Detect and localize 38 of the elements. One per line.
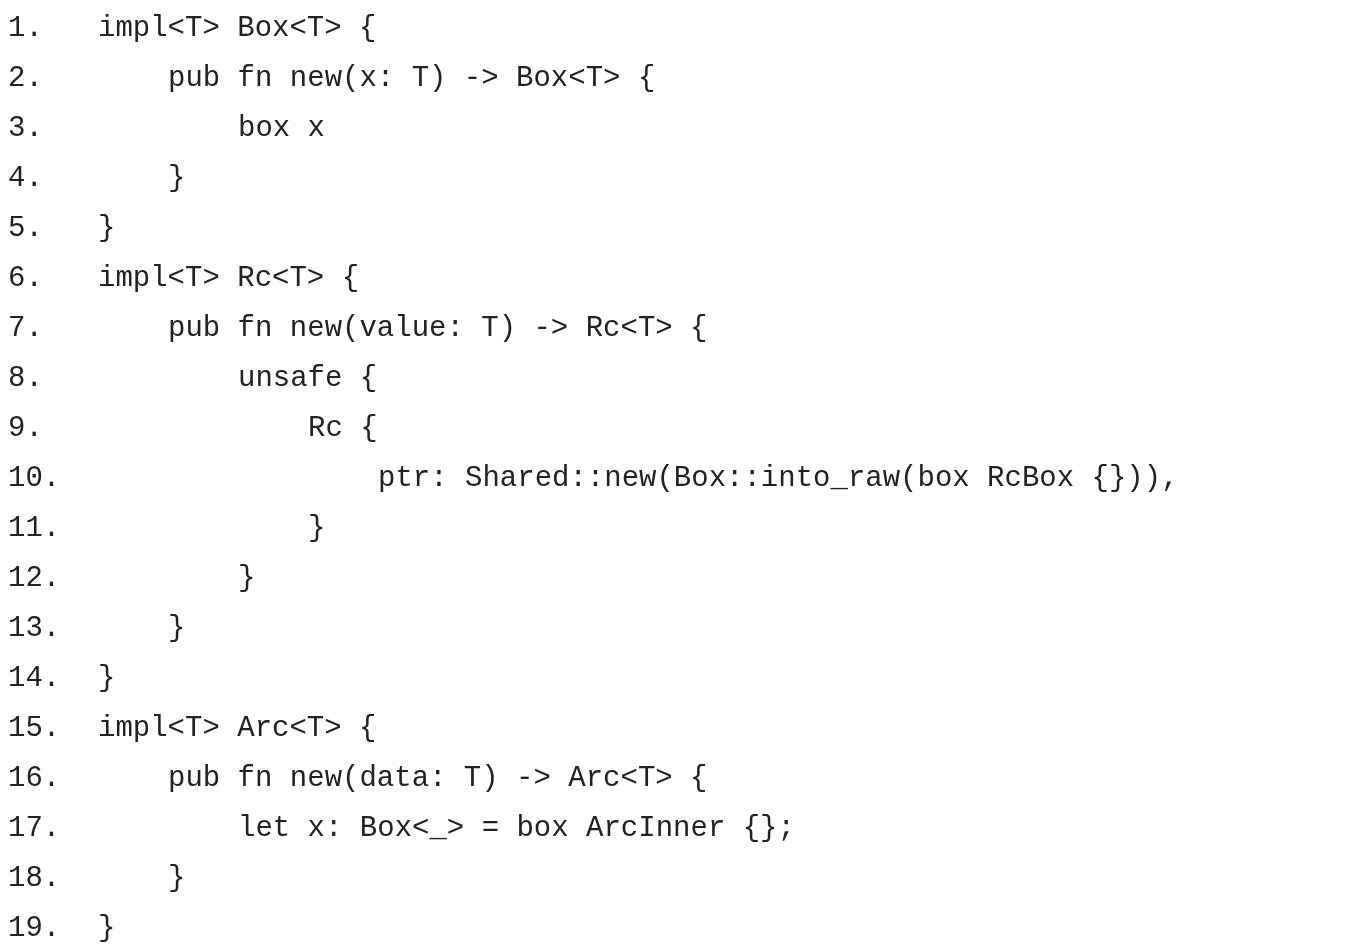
line-number: 10.: [8, 462, 61, 496]
line-number: 2.: [8, 62, 43, 96]
code-line: pub fn new(value: T) -> Rc<T> {: [168, 312, 708, 346]
code-line: }: [168, 862, 186, 896]
code-line: }: [168, 162, 186, 196]
line-number: 5.: [8, 212, 43, 246]
code-line: }: [168, 612, 186, 646]
code-line: impl<T> Rc<T> {: [98, 262, 360, 296]
line-number: 1.: [8, 12, 43, 46]
line-number: 12.: [8, 562, 61, 596]
line-number: 3.: [8, 112, 43, 146]
line-number: 7.: [8, 312, 43, 346]
code-line: impl<T> Box<T> {: [98, 12, 377, 46]
line-number: 19.: [8, 912, 61, 946]
line-number: 15.: [8, 712, 61, 746]
code-line: }: [98, 212, 116, 246]
line-number: 16.: [8, 762, 61, 796]
line-number: 9.: [8, 412, 43, 446]
code-line: box x: [238, 112, 325, 146]
line-number: 18.: [8, 862, 61, 896]
code-line: pub fn new(data: T) -> Arc<T> {: [168, 762, 708, 796]
code-line: }: [98, 662, 116, 696]
line-number: 4.: [8, 162, 43, 196]
line-number: 13.: [8, 612, 61, 646]
line-number: 6.: [8, 262, 43, 296]
code-line: let x: Box<_> = box ArcInner {};: [238, 812, 795, 846]
code-line: }: [238, 562, 256, 596]
code-line: impl<T> Arc<T> {: [98, 712, 377, 746]
code-line: }: [308, 512, 326, 546]
line-number: 14.: [8, 662, 61, 696]
line-number: 8.: [8, 362, 43, 396]
code-line: ptr: Shared::new(Box::into_raw(box RcBox {})),: [378, 462, 1179, 496]
line-number: 11.: [8, 512, 61, 546]
code-line: Rc {: [308, 412, 378, 446]
code-line: pub fn new(x: T) -> Box<T> {: [168, 62, 656, 96]
code-line: }: [98, 912, 116, 946]
line-number: 17.: [8, 812, 61, 846]
code-line: unsafe {: [238, 362, 378, 396]
